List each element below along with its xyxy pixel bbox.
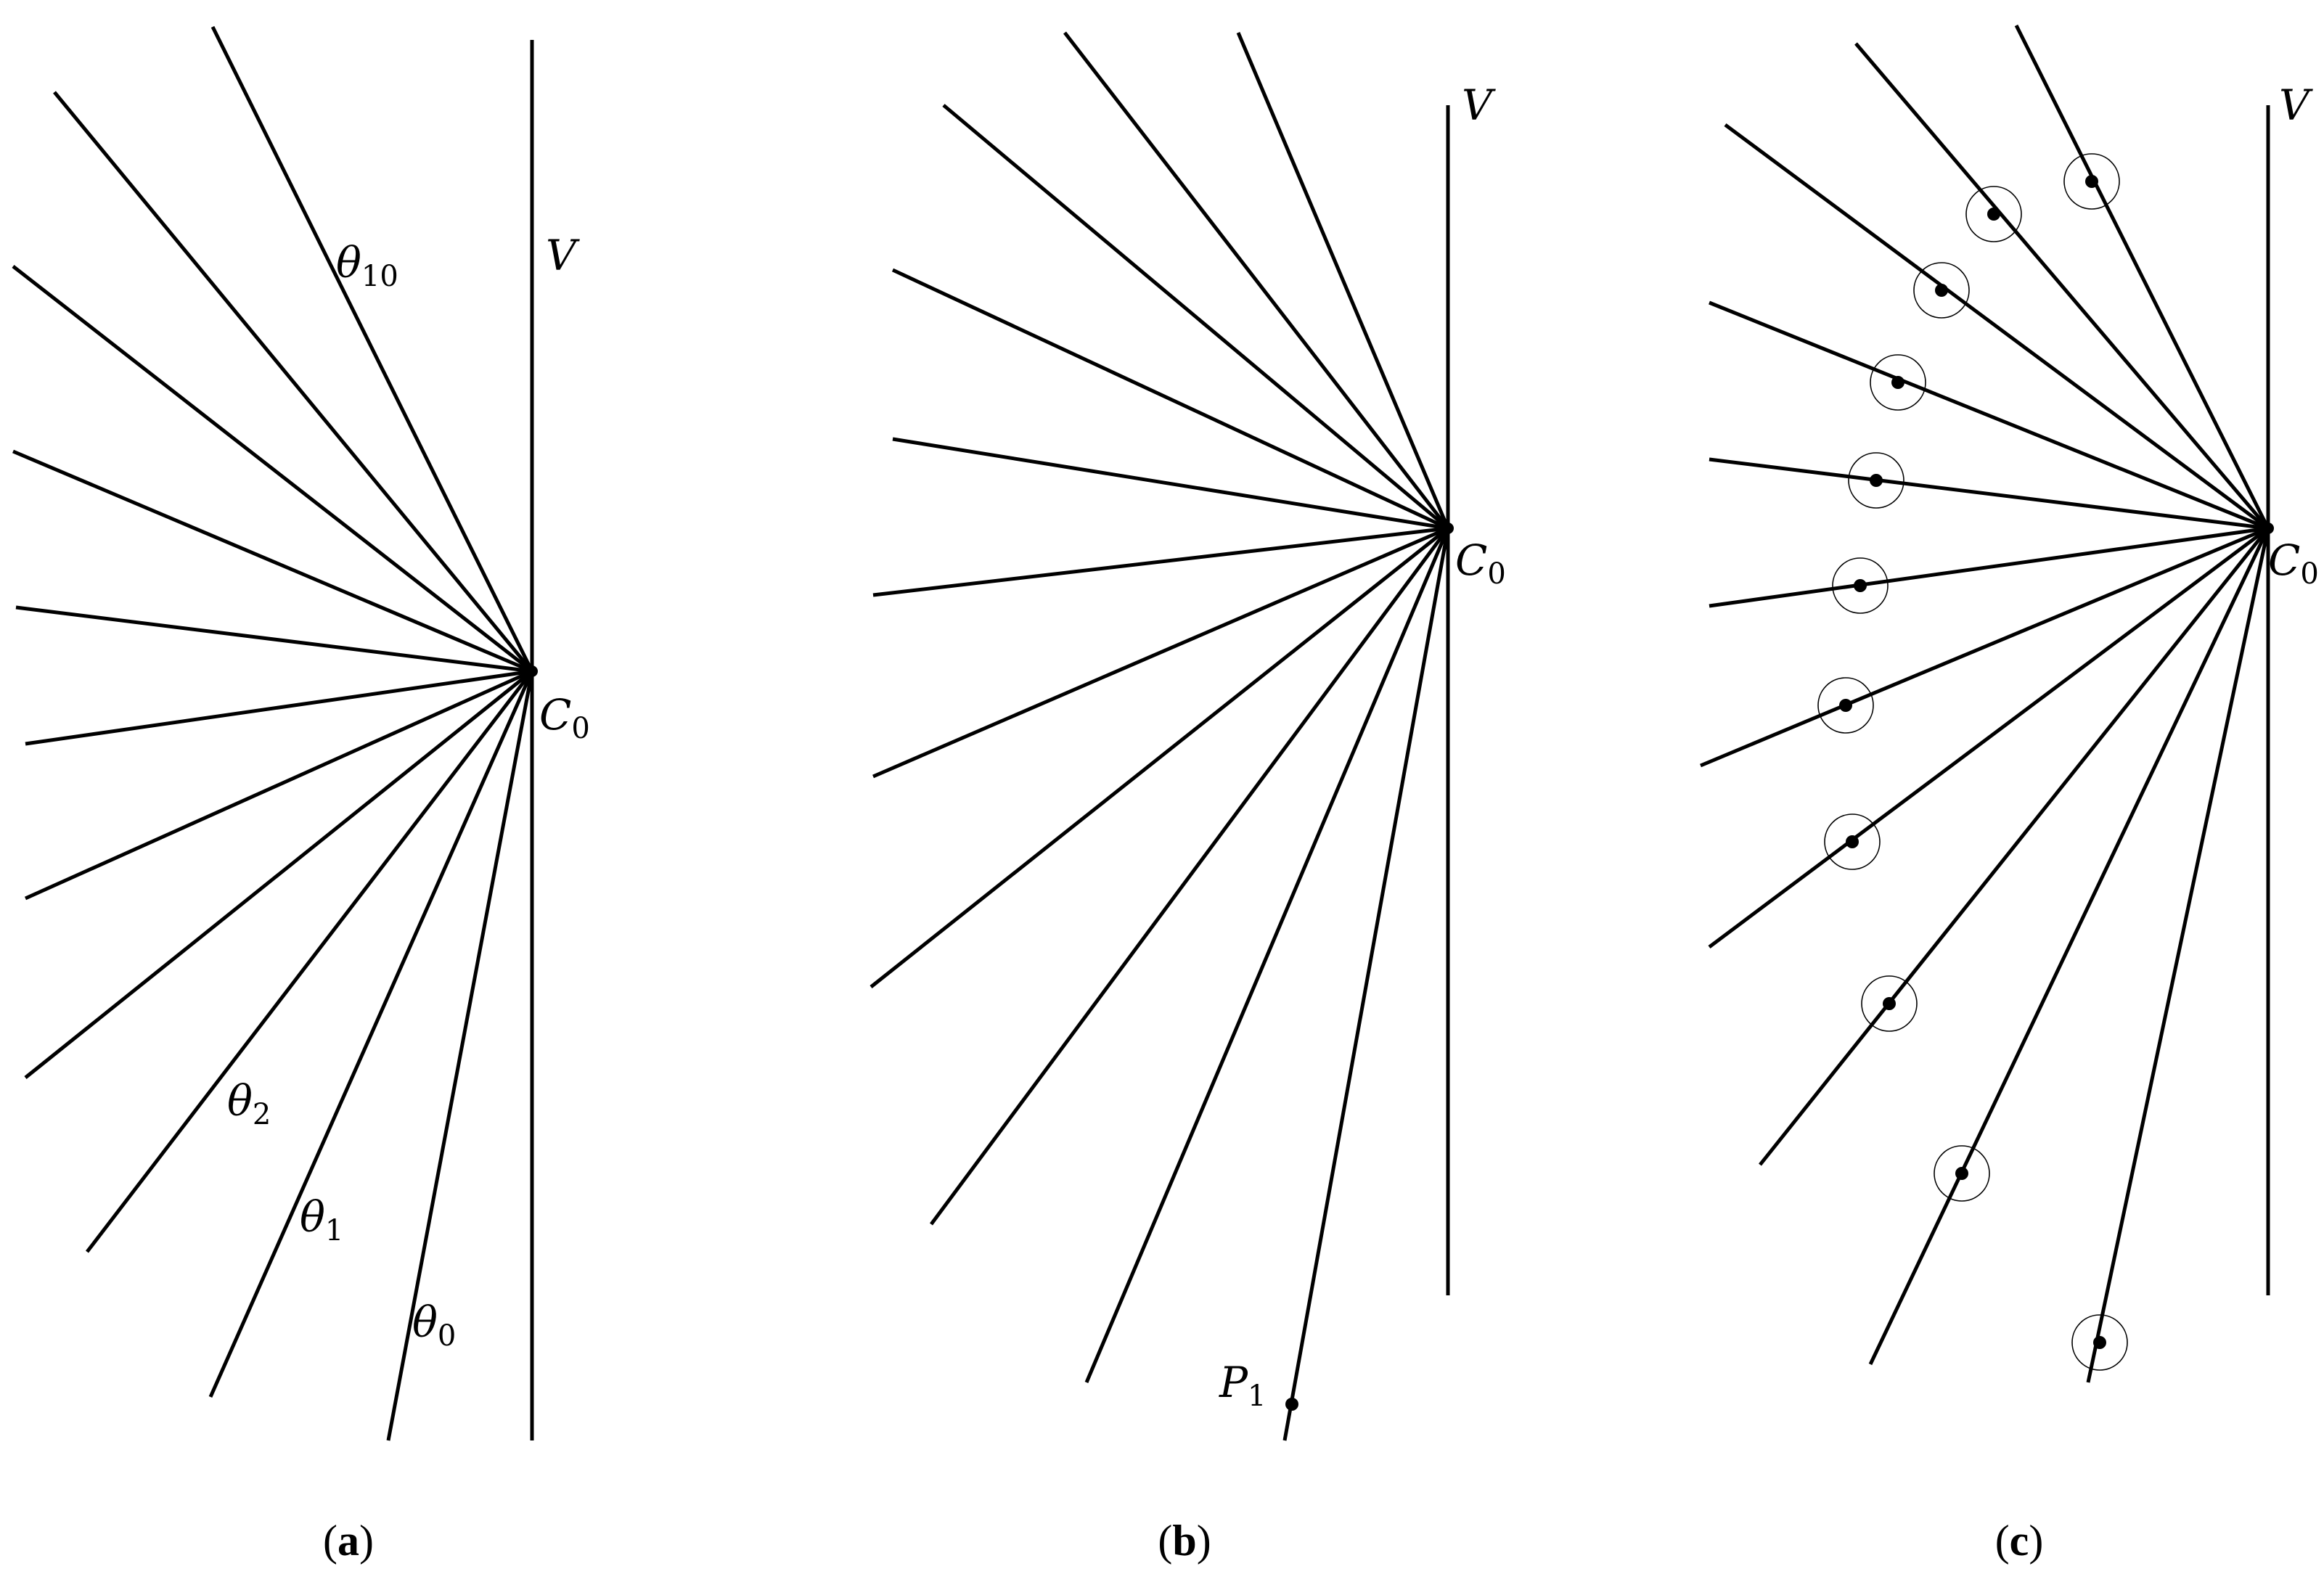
panel-a-ray (24, 669, 533, 901)
panel-c-sample-dot (1935, 284, 1948, 297)
panel-c-ray (1708, 526, 2270, 949)
panel-a-center-label: C0 (539, 690, 590, 745)
panel-b-center-label: C0 (1455, 536, 1506, 591)
panel-c-sample-ring (1832, 557, 1889, 614)
panel-a-ray (12, 449, 533, 673)
panel-a-caption: (a) (323, 1517, 374, 1565)
panel-c-ray (1868, 527, 2270, 1366)
panel-c-sample-dot (2085, 175, 2098, 188)
panel-a-theta2-label: θ2 (227, 1076, 271, 1131)
panel-b-ray (891, 268, 1449, 530)
panel-c-sample-dot (1846, 835, 1859, 848)
panel-c-sample-dot (2093, 1336, 2106, 1349)
panel-c-sample-ring (1913, 262, 1970, 319)
panel-c-sample-ring (1870, 354, 1926, 411)
panel-b-ray (929, 527, 1450, 1226)
panel-b-ray (870, 527, 1449, 988)
panel-b-ray (942, 104, 1449, 530)
panel-c-vertical-label: V (2279, 81, 2313, 130)
panel-c-ray (1709, 300, 2269, 530)
panel-c-ray (1724, 123, 2270, 530)
panel-c-sample-ring (2071, 1314, 2128, 1371)
panel-b-point-label: P1 (1219, 1358, 1266, 1413)
panel-b-vertical-label: V (1462, 81, 1496, 130)
panel-a: V C0 θ10 θ2 θ1 θ0 (a) (12, 25, 590, 1565)
panel-c-center-point (2262, 522, 2274, 534)
panel-c-sample-dot (1870, 474, 1883, 487)
panel-c-sample-dot (1955, 1167, 1968, 1180)
panel-a-center-point (526, 665, 538, 677)
panel-a-ray (25, 669, 533, 746)
panel-b-ray (1084, 528, 1450, 1383)
panel-c-sample-dot (1891, 376, 1904, 389)
panel-b-center-point (1442, 522, 1454, 534)
panel-c-sample-points (1817, 153, 2128, 1371)
panel-c: V C0 (c) (1700, 24, 2319, 1565)
panel-c-ray (1709, 526, 2269, 608)
panel-c-sample-ring (1934, 1145, 1990, 1202)
panel-c-ray (1854, 42, 2270, 530)
panel-a-theta0-label: θ0 (412, 1298, 456, 1353)
panel-c-sample-ring (1848, 452, 1904, 509)
panel-c-ray (2014, 24, 2270, 530)
panel-a-ray (210, 25, 534, 673)
panel-c-ray (1709, 457, 2269, 530)
panel-b-ray (892, 437, 1449, 530)
panel-c-sample-ring (2063, 153, 2120, 210)
panel-b-ray (1282, 528, 1450, 1441)
panel-a-rays (12, 25, 534, 1441)
panel-a-ray (15, 605, 533, 673)
panel-c-sample-ring (1824, 813, 1881, 870)
panel-c-sample-dot (1854, 579, 1867, 592)
panel-a-ray (208, 670, 534, 1398)
panel-b-point-p1 (1285, 1398, 1298, 1411)
panel-a-ray (53, 91, 533, 673)
panel-b: V C0 P1 (b) (870, 31, 1506, 1565)
panel-a-theta1-label: θ1 (300, 1192, 343, 1247)
panel-c-rays (1700, 24, 2270, 1383)
panel-c-center-label: C0 (2268, 536, 2319, 591)
panel-a-ray (86, 670, 533, 1253)
panel-c-sample-dot (1883, 997, 1896, 1010)
panel-b-ray (1063, 31, 1449, 530)
panel-b-rays (870, 31, 1450, 1441)
panel-c-sample-dot (1839, 699, 1852, 712)
panel-c-ray (1700, 526, 2269, 768)
panel-a-ray (386, 671, 534, 1441)
panel-b-caption: (b) (1158, 1517, 1211, 1565)
panel-c-caption: (c) (1995, 1517, 2044, 1565)
panel-a-ray (24, 670, 533, 1079)
panel-a-theta10-label: θ10 (336, 238, 398, 293)
panel-b-ray (872, 526, 1449, 779)
panel-c-sample-ring (1861, 975, 1918, 1032)
panel-a-vertical-label: V (546, 231, 580, 280)
panel-c-sample-ring (1817, 677, 1874, 734)
panel-c-ray (1759, 527, 2270, 1166)
panel-c-sample-dot (1987, 208, 2000, 221)
panel-c-sample-ring (1965, 186, 2022, 242)
panel-c-ray (2086, 528, 2270, 1383)
panel-a-ray (12, 265, 533, 673)
panel-b-ray (872, 526, 1449, 597)
panel-b-ray (1236, 32, 1450, 529)
